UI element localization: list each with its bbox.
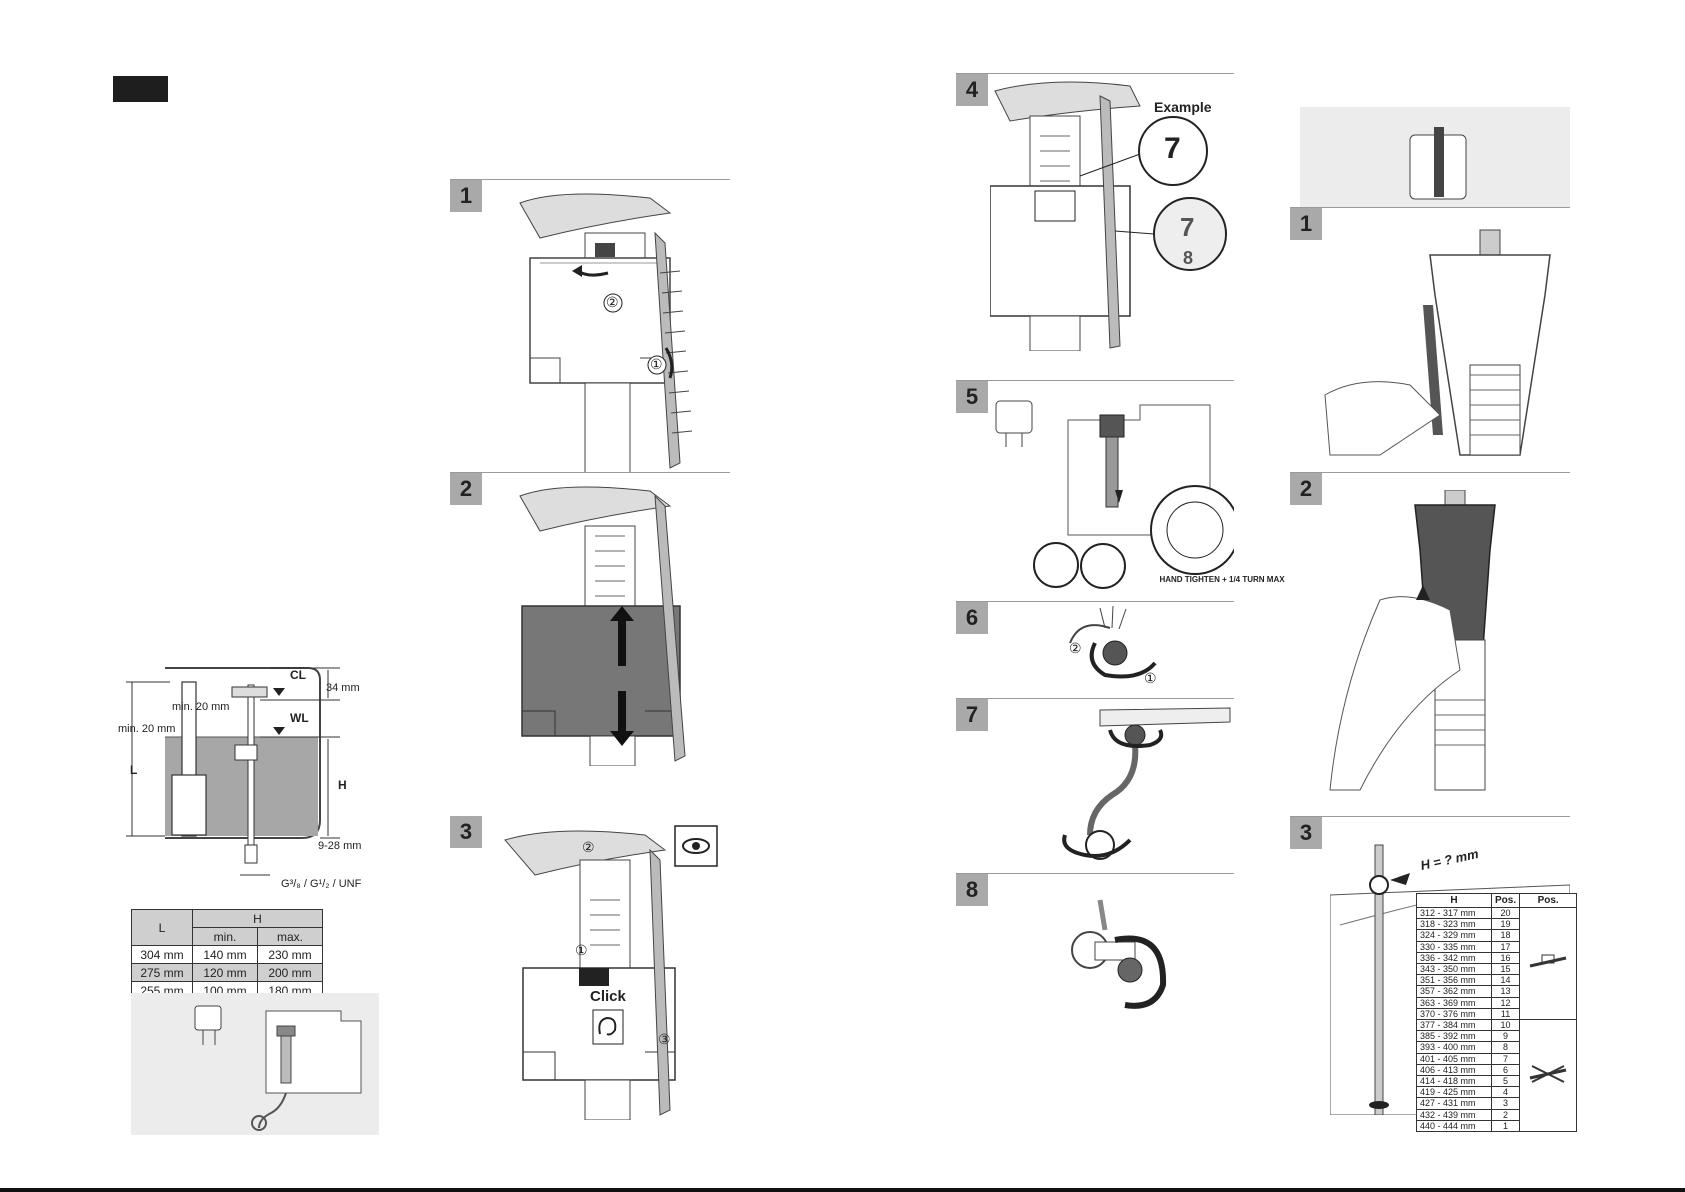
min-20-left-label: min. 20 mm [118,723,176,735]
pos-table-header-h: H [1416,893,1492,908]
step-badge-3: 3 [450,816,482,848]
table-row: 275 mm 120 mm 200 mm [131,963,323,982]
step-badge-6: 6 [956,602,988,634]
marker-7-zoom: 7 [1164,132,1181,165]
cistern-dimension-diagram [126,667,340,876]
divider [956,873,1234,874]
step-2-illustration [519,486,686,766]
page-bottom-bar [0,1188,1685,1192]
step-badge-7: 7 [956,699,988,731]
step-badge-far-3: 3 [1290,817,1322,849]
step-4-illustration [990,81,1227,351]
callout-3: ③ [658,1031,671,1047]
step-1-illustration [519,193,693,473]
divider [956,380,1234,381]
dim-34-label: 34 mm [326,682,360,694]
pos-icon-allowed [1519,906,1578,1021]
table-header-l: L [131,909,193,946]
far-step-1-illustration [1324,229,1551,456]
step-7-illustration [1062,707,1231,860]
callout-1: ① [650,356,663,372]
step-5-illustration [995,400,1234,589]
pos-icon-crossed [1519,1019,1578,1133]
divider [450,179,730,180]
step-badge-2: 2 [450,473,482,505]
marker-7-scale: 7 [1180,212,1195,242]
step-badge-8: 8 [956,874,988,906]
example-label: Example [1154,99,1212,115]
range-9-28-label: 9-28 mm [318,840,362,852]
pos-table-header-pos: Pos. [1490,893,1521,908]
divider [956,698,1234,699]
step-badge-5: 5 [956,381,988,413]
table-row: 304 mm 140 mm 230 mm [131,945,323,964]
far-step-2-illustration [1329,490,1496,791]
wl-label: WL [290,711,309,725]
callout-2: ② [1069,640,1082,656]
cistern-overview-illustration [131,993,379,1135]
divider [956,601,1234,602]
step-badge-4: 4 [956,74,988,106]
divider [1290,207,1570,208]
step-6-illustration [1069,605,1157,679]
table-header-h: H [192,909,323,928]
step-badge-1: 1 [450,180,482,212]
step-badge-far-1: 1 [1290,208,1322,240]
divider [956,73,1234,74]
step-badge-far-2: 2 [1290,473,1322,505]
l-label: L [130,763,138,777]
cl-label: CL [290,668,306,682]
marker-8-scale: 8 [1183,248,1194,268]
divider [450,472,730,473]
divider [1290,472,1570,473]
table-header-min: min. [192,927,258,946]
hand-tighten-label: HAND TIGHTEN + 1/4 TURN MAX [1159,575,1285,584]
step-8-illustration [1071,899,1167,1009]
callout-1: ① [575,942,588,958]
table-header-max: max. [257,927,323,946]
callout-1: ① [1144,670,1157,686]
language-tab [113,76,168,102]
h-label: H [338,778,347,792]
step-3-illustration [504,825,718,1120]
thread-label: G³/₈ / G¹/₂ / UNF [281,878,362,890]
divider [1290,816,1570,817]
callout-2: ② [606,294,619,310]
dimension-table: L H min. max. 304 mm 140 mm 230 mm 275 m… [131,909,323,1000]
click-label: Click [590,988,626,1005]
callout-2: ② [582,839,595,855]
min-20-top-label: min. 20 mm [172,701,230,713]
valve-box-illustration [1300,107,1570,207]
pos-table-header-pos-2: Pos. [1519,893,1578,908]
